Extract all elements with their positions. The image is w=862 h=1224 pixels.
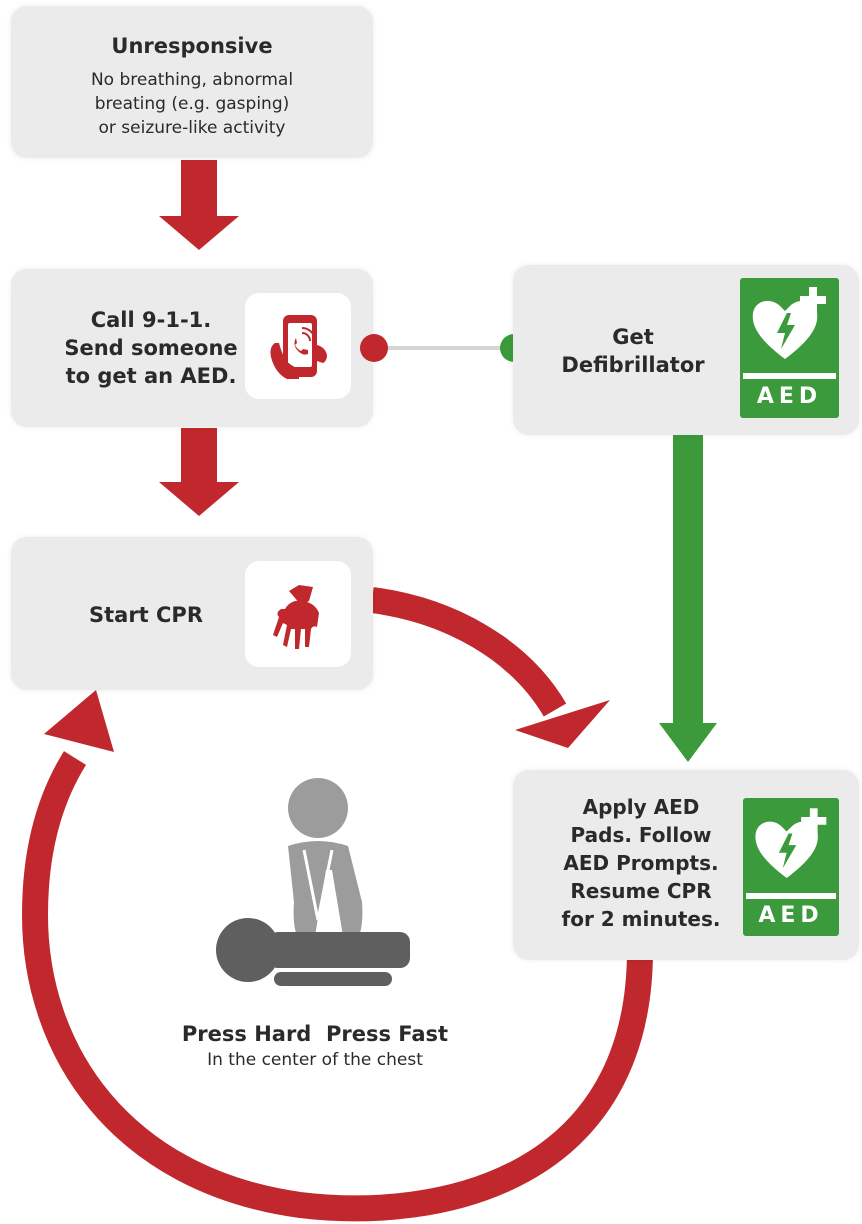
unresponsive-line: No breathing, abnormal [90, 70, 294, 90]
down-arrow-1-body [181, 160, 217, 218]
start-cpr-label: Start CPR [88, 603, 203, 627]
down-arrow-2-body [181, 428, 217, 484]
down-arrow-2-head [159, 482, 239, 516]
unresponsive-title: Unresponsive [111, 34, 273, 58]
green-arrow-head [659, 723, 717, 762]
unresponsive-line: or seizure-like activity [98, 118, 286, 138]
hands-icon-card [245, 561, 351, 667]
loop-arrow-head [44, 690, 114, 752]
call-line: to get an AED. [65, 364, 237, 388]
apply-line: Apply AED [582, 795, 700, 819]
call-line: Call 9-1-1. [90, 308, 212, 332]
aed-icon: AED [740, 278, 839, 418]
defib-line: Defibrillator [561, 353, 705, 377]
aed-badge-label: AED [743, 379, 836, 415]
heart-bolt-icon [755, 808, 827, 878]
apply-aed-text: Apply AED Pads. Follow AED Prompts. Resu… [541, 793, 741, 933]
start-cpr-box: Start CPR [11, 537, 373, 690]
get-defibrillator-text: Get Defibrillator [523, 323, 743, 379]
aed-badge-label: AED [746, 899, 836, 933]
call-911-box: Call 9-1-1. Send someone to get an AED. [11, 269, 373, 427]
defib-line: Get [612, 325, 654, 349]
cpr-to-aed-arrow-head [515, 700, 610, 748]
down-arrow-1-head [159, 216, 239, 250]
phone-icon-card [245, 293, 351, 399]
call-line: Send someone [64, 336, 238, 360]
green-arrow-body [673, 435, 703, 723]
heart-bolt-icon [752, 287, 826, 359]
apply-line: Resume CPR [570, 879, 712, 903]
cpr-to-aed-arrow-body [370, 587, 567, 717]
unresponsive-description: No breathing, abnormal breating (e.g. ga… [11, 68, 373, 140]
apply-line: for 2 minutes. [561, 907, 721, 931]
call-911-text: Call 9-1-1. Send someone to get an AED. [51, 306, 251, 390]
unresponsive-line: breating (e.g. gasping) [94, 94, 290, 114]
hands-icon [273, 585, 319, 649]
apply-line: AED Prompts. [563, 851, 719, 875]
unresponsive-box: Unresponsive No breathing, abnormal brea… [11, 6, 373, 158]
apply-line: Pads. Follow [570, 823, 712, 847]
get-defibrillator-box: Get Defibrillator AED [513, 265, 859, 435]
aed-icon: AED [743, 798, 839, 936]
center-headline: Press Hard Press Fast [181, 1022, 449, 1046]
center-subline: In the center of the chest [207, 1050, 423, 1070]
center-caption: Press Hard Press Fast In the center of t… [150, 1020, 480, 1072]
loop-arrow-body [21, 751, 653, 1222]
phone-icon [270, 315, 327, 379]
apply-aed-box: Apply AED Pads. Follow AED Prompts. Resu… [513, 770, 859, 960]
